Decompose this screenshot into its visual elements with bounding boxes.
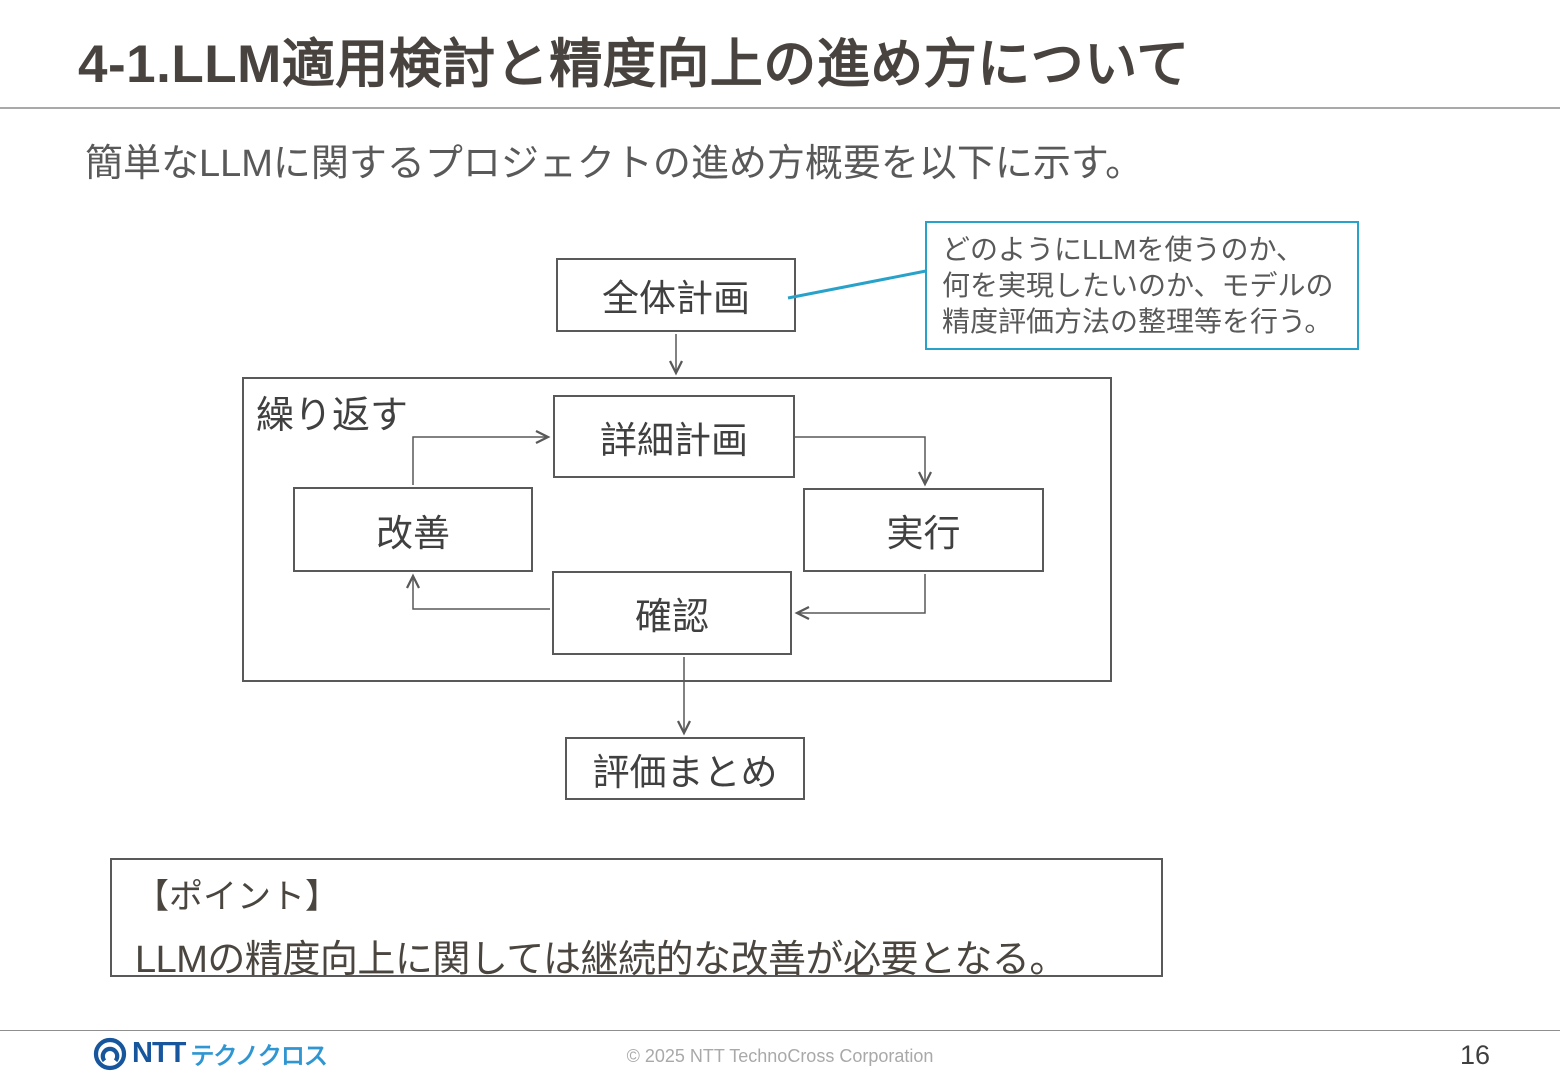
- copyright-text: © 2025 NTT TechnoCross Corporation: [626, 1046, 934, 1066]
- callout-connector-line: [787, 269, 927, 300]
- callout-line-3: 精度評価方法の整理等を行う。: [942, 306, 1333, 337]
- page-title: 4-1.LLM適用検討と精度向上の進め方について: [78, 35, 1190, 94]
- node-overall-plan-label: 全体計画: [602, 278, 750, 319]
- repeat-label: 繰り返す: [256, 395, 409, 437]
- logo-brand-text: テクノクロス: [190, 1043, 328, 1070]
- node-check-label: 確認: [635, 596, 709, 637]
- title-divider: [0, 107, 1560, 109]
- node-improve-label: 改善: [376, 512, 450, 554]
- point-heading: 【ポイント】: [135, 878, 339, 916]
- point-box: 【ポイント】 LLMの精度向上に関しては継続的な改善が必要となる。: [110, 858, 1163, 981]
- intro-text: 簡単なLLMに関するプロジェクトの進め方概要を以下に示す。: [85, 143, 1144, 185]
- node-check: 確認: [552, 571, 792, 655]
- page-number: 16: [1460, 1040, 1491, 1070]
- node-eval-summary-label: 評価まとめ: [592, 751, 778, 793]
- callout-line-2: 何を実現したいのか、モデルの: [942, 270, 1334, 301]
- node-eval-summary: 評価まとめ: [565, 737, 805, 800]
- logo-ntt-text: NTT: [132, 1037, 186, 1069]
- point-text: LLMの精度向上に関しては継続的な改善が必要となる。: [135, 939, 1067, 981]
- node-overall-plan: 全体計画: [556, 258, 796, 332]
- callout-line-1: どのようにLLMを使うのか、: [942, 234, 1304, 265]
- callout-box: どのようにLLMを使うのか、 何を実現したいのか、モデルの 精度評価方法の整理等…: [925, 221, 1359, 350]
- node-execute: 実行: [803, 488, 1044, 572]
- footer-divider: [0, 1030, 1560, 1031]
- ntt-dynamic-loop-icon: [93, 1037, 127, 1070]
- node-detail-plan-label: 詳細計画: [600, 419, 748, 461]
- node-execute-label: 実行: [886, 513, 961, 554]
- repeat-loop-frame: [242, 377, 1112, 682]
- node-detail-plan: 詳細計画: [553, 395, 795, 478]
- ntt-technocross-logo: NTT テクノクロス: [93, 1036, 328, 1071]
- node-improve: 改善: [293, 487, 533, 572]
